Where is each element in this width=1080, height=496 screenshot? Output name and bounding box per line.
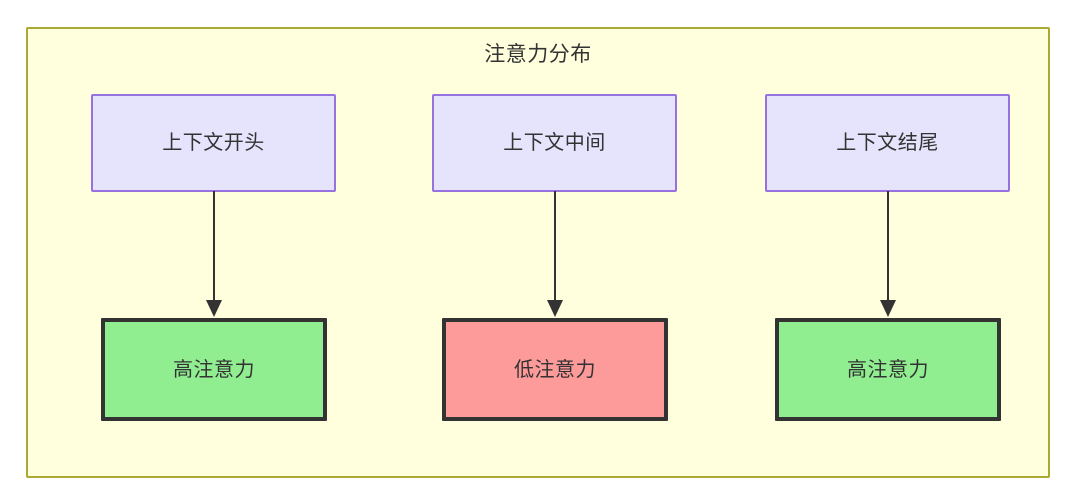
node-low-attention-middle[interactable]: 低注意力 [442, 318, 668, 421]
node-label: 上下文结尾 [836, 132, 939, 154]
node-context-start[interactable]: 上下文开头 [91, 94, 336, 192]
down-arrow-icon [206, 191, 222, 317]
attention-distribution-container: 注意力分布 上下文开头 高注意力 上下文中间 低 [26, 27, 1050, 478]
down-arrow-icon [880, 191, 896, 317]
node-label: 低注意力 [514, 358, 596, 381]
flow-column-1: 上下文开头 高注意力 [91, 94, 336, 450]
node-label: 上下文开头 [162, 132, 265, 154]
node-label: 高注意力 [847, 358, 929, 381]
flow-column-2: 上下文中间 低注意力 [432, 94, 677, 450]
node-label: 上下文中间 [503, 132, 606, 154]
down-arrow-icon [547, 191, 563, 317]
node-context-middle[interactable]: 上下文中间 [432, 94, 677, 192]
node-high-attention-end[interactable]: 高注意力 [775, 318, 1001, 421]
node-label: 高注意力 [173, 358, 255, 381]
node-context-end[interactable]: 上下文结尾 [765, 94, 1010, 192]
flow-column-3: 上下文结尾 高注意力 [765, 94, 1010, 450]
page-title: 注意力分布 [484, 43, 592, 66]
node-high-attention-start[interactable]: 高注意力 [101, 318, 327, 421]
